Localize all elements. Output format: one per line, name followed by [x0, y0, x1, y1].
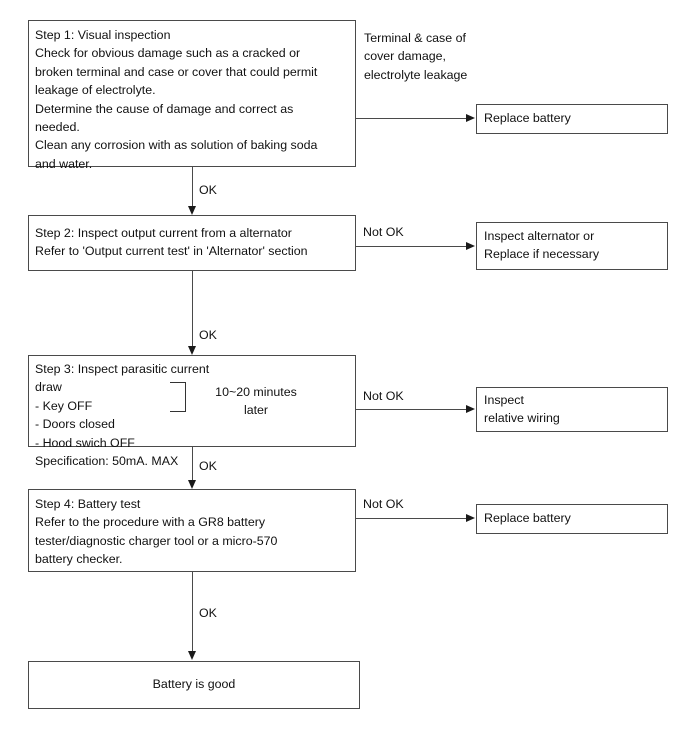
edge-label-ok-3: OK	[199, 459, 217, 473]
outcome-3-text: Inspect relative wiring	[484, 393, 560, 426]
final-result-box	[28, 661, 360, 709]
arrowhead-step3-to-outcome3	[466, 404, 475, 413]
edge-label-ok-1: OK	[199, 183, 217, 197]
outcome-4-text: Replace battery	[484, 511, 571, 525]
edge-label-notok-3: Not OK	[363, 497, 404, 511]
outcome-3-box	[476, 387, 668, 432]
step-2-box	[28, 215, 356, 271]
edge-step1-to-step2	[192, 167, 193, 207]
final-result-text: Battery is good	[152, 677, 236, 691]
step-3-bracket	[170, 382, 186, 412]
outcome-2-box	[476, 222, 668, 270]
step-3-box	[28, 355, 356, 447]
edge-step4-to-final	[192, 572, 193, 652]
outcome-1-text: Replace battery	[484, 111, 571, 125]
arrowhead-step3-to-step4	[188, 480, 196, 489]
outcome-4-box	[476, 504, 668, 534]
edge-step1-to-outcome1	[356, 118, 466, 119]
step-1-condition-label: Terminal & case of cover damage, electro…	[364, 31, 468, 82]
edge-label-ok-4: OK	[199, 606, 217, 620]
arrowhead-step2-to-step3	[188, 346, 196, 355]
outcome-1-box	[476, 104, 668, 134]
arrowhead-step4-to-outcome4	[466, 513, 475, 522]
arrowhead-step4-to-final	[188, 651, 196, 660]
step-1-box	[28, 20, 356, 167]
outcome-2-text: Inspect alternator or Replace if necessa…	[484, 229, 600, 262]
edge-label-notok-1: Not OK	[363, 225, 404, 239]
step-3-text: Step 3: Inspect parasitic current draw -…	[35, 362, 210, 469]
edge-step3-to-step4	[192, 447, 193, 481]
arrowhead-step1-to-outcome1	[466, 113, 475, 122]
step-1-text: Step 1: Visual inspection Check for obvi…	[35, 28, 318, 171]
edge-step2-to-step3	[192, 271, 193, 347]
step-4-box	[28, 489, 356, 572]
edge-label-notok-2: Not OK	[363, 389, 404, 403]
step-2-text: Step 2: Inspect output current from a al…	[35, 226, 308, 259]
step-3-bracket-note: 10~20 minutes later	[215, 385, 297, 418]
edge-label-ok-2: OK	[199, 328, 217, 342]
edge-step3-to-outcome3	[356, 409, 466, 410]
edge-step4-to-outcome4	[356, 518, 466, 519]
arrowhead-step2-to-outcome2	[466, 241, 475, 250]
edge-step2-to-outcome2	[356, 246, 466, 247]
step-4-text: Step 4: Battery test Refer to the proced…	[35, 497, 278, 567]
arrowhead-step1-to-step2	[188, 206, 196, 215]
